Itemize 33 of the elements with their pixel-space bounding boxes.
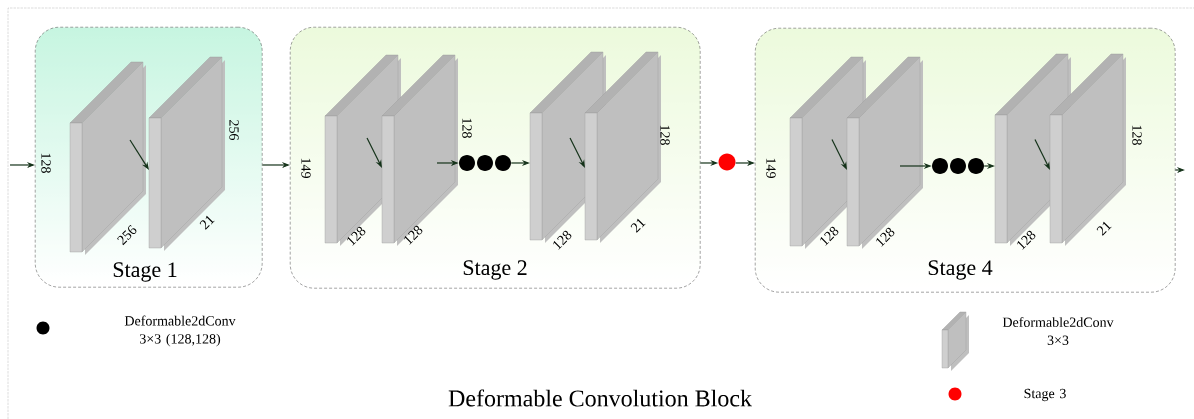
arrow: [129, 139, 149, 170]
title: Deformable Convolution Block: [448, 389, 752, 407]
dimension-label: 128: [404, 225, 423, 245]
legend-text: Stage 3: [1024, 388, 1066, 402]
dimension-label: 128: [820, 226, 839, 246]
dimension-label: 128: [347, 226, 366, 246]
dimension-label: 128: [876, 227, 895, 247]
legend-text: Deformable2dConv 3×3 (128,128): [124, 315, 236, 347]
dimension-label: 21: [199, 215, 215, 230]
dot: [477, 155, 493, 171]
arrow: [1034, 138, 1050, 170]
dimension-label: 21: [1096, 221, 1112, 236]
arrow: [569, 137, 585, 168]
dimension-label: 256: [229, 120, 239, 141]
dimension-label: 21: [630, 218, 646, 233]
dot: [968, 158, 984, 174]
dimension-label: 128: [553, 230, 572, 250]
dimension-label: 128: [660, 125, 670, 145]
dimension-label: 128: [1132, 125, 1142, 145]
legend-text: Deformable2dConv 3×3: [1002, 317, 1114, 345]
dimension-label: 128: [1017, 230, 1036, 250]
dot: [718, 153, 736, 171]
dot: [950, 158, 966, 174]
dimension-label: 128: [41, 153, 51, 173]
dimension-label: 256: [117, 225, 137, 246]
dimension-label: 149: [301, 158, 311, 178]
dimension-label: 149: [766, 158, 776, 178]
arrow: [366, 137, 382, 168]
dot: [495, 155, 511, 171]
dimension-label: 128: [462, 118, 472, 138]
dot: [459, 155, 475, 171]
arrow: [831, 138, 847, 170]
dot: [932, 158, 948, 174]
